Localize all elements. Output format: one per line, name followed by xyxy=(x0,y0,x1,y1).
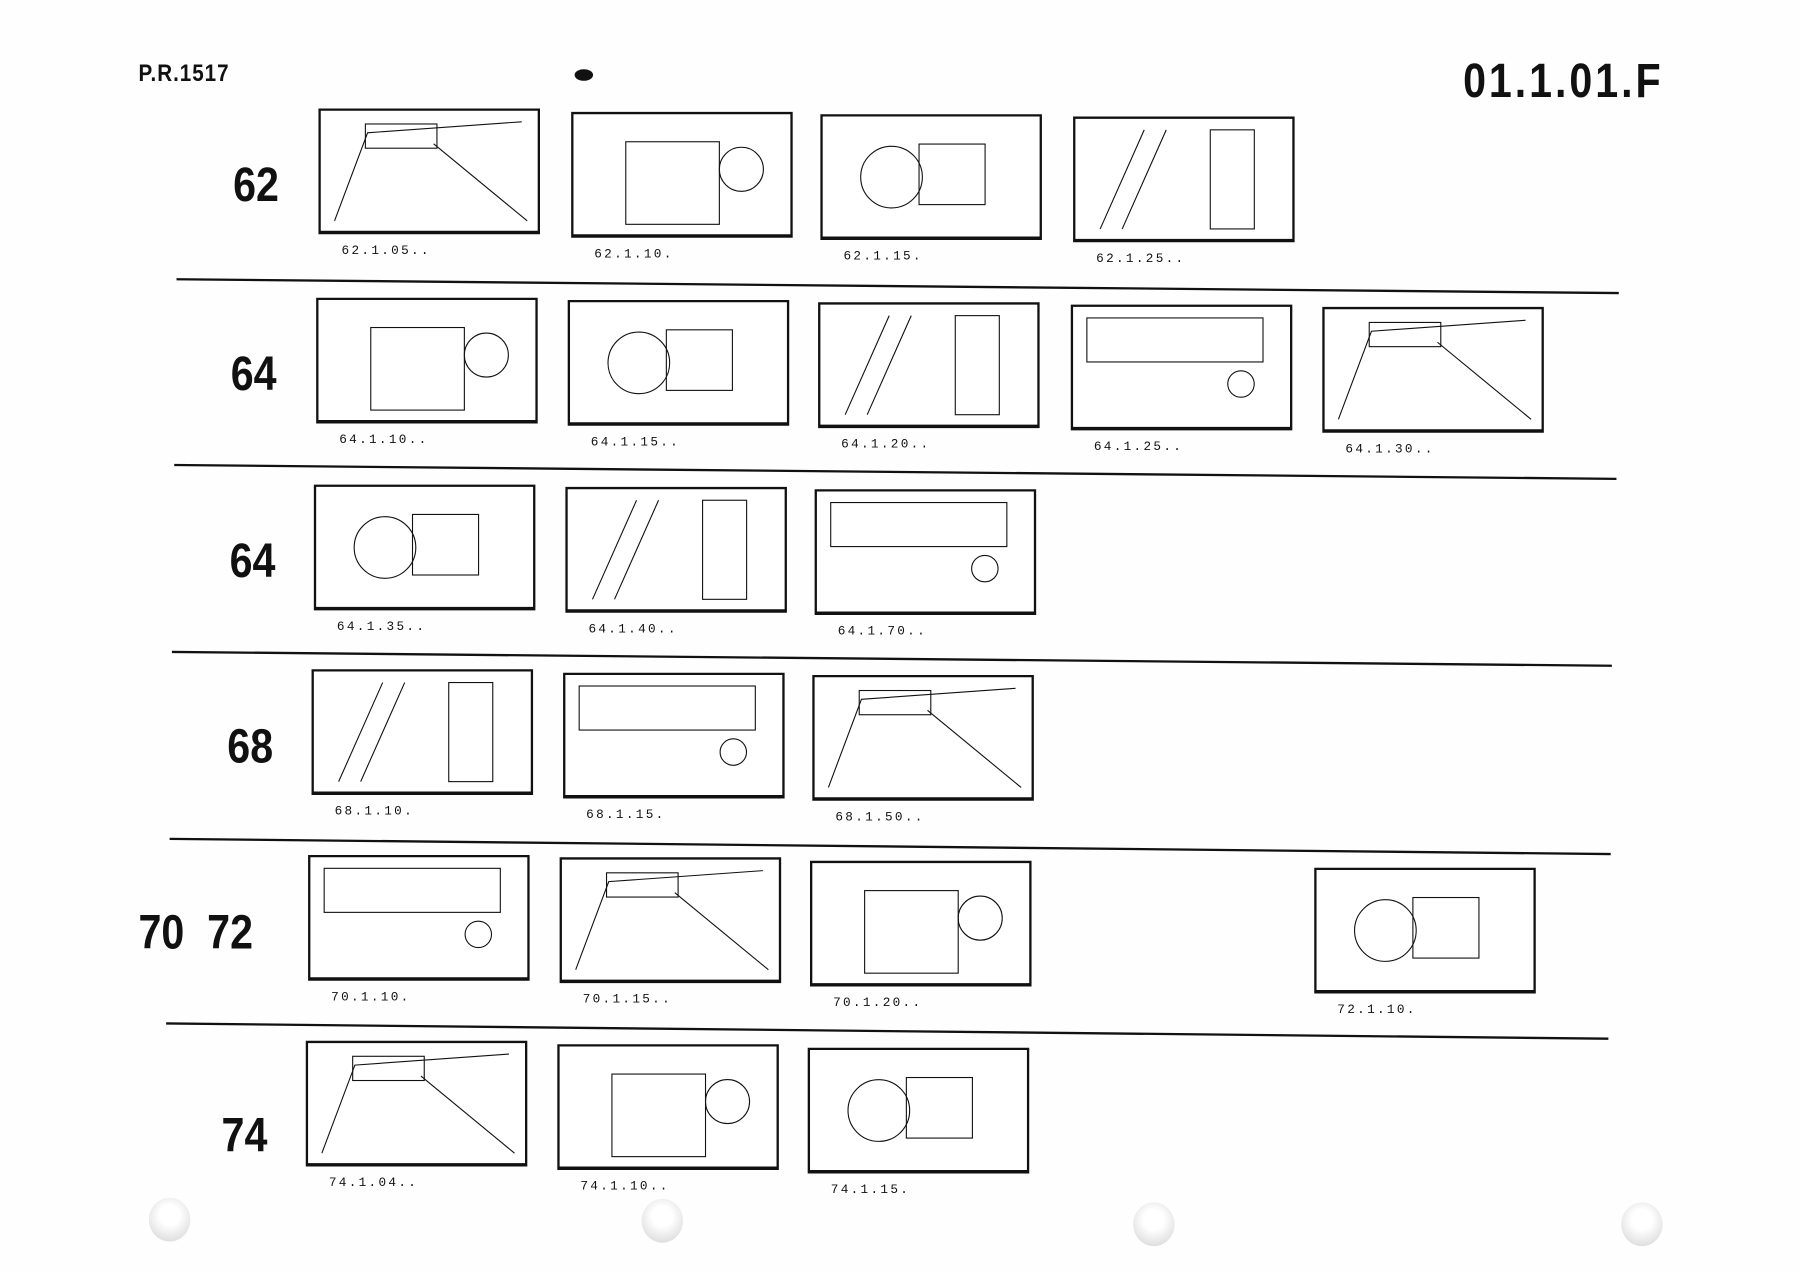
part-illustration[interactable] xyxy=(1314,867,1536,994)
part-code: 62.1.10. xyxy=(594,248,674,262)
part-code: 64.1.25.. xyxy=(1093,440,1184,455)
page-code: 01.1.01.F xyxy=(1463,53,1664,108)
illustration-drawing xyxy=(353,513,480,579)
part-illustration[interactable] xyxy=(1070,304,1293,431)
section-divider xyxy=(166,1022,1609,1040)
illustration-drawing xyxy=(1353,896,1480,962)
part-code: 70.1.20.. xyxy=(833,996,923,1011)
part-illustration[interactable] xyxy=(818,302,1040,429)
section-number: 62 xyxy=(233,156,279,212)
section-divider xyxy=(176,278,1619,295)
part-code: 64.1.15.. xyxy=(590,436,681,451)
part-illustration[interactable] xyxy=(807,1047,1030,1174)
part-illustration[interactable] xyxy=(563,672,785,799)
part-illustration[interactable] xyxy=(1073,116,1295,243)
part-illustration[interactable] xyxy=(814,489,1037,616)
part-code: 62.1.15. xyxy=(843,250,923,265)
illustration-drawing xyxy=(338,681,494,783)
ink-blot xyxy=(574,69,594,81)
section-number: 70 72 xyxy=(138,904,253,959)
part-code: 74.1.04.. xyxy=(328,1176,419,1191)
binder-hole xyxy=(1133,1202,1175,1247)
part-illustration[interactable] xyxy=(565,486,787,613)
part-illustration[interactable] xyxy=(316,297,538,424)
part-illustration[interactable] xyxy=(311,669,534,796)
part-illustration[interactable] xyxy=(308,855,530,981)
illustration-drawing xyxy=(1337,319,1532,420)
illustration-drawing xyxy=(1086,317,1264,398)
illustration-drawing xyxy=(1099,129,1255,230)
illustration-drawing xyxy=(830,501,1008,583)
part-illustration[interactable] xyxy=(1322,306,1544,433)
illustration-drawing xyxy=(575,870,769,971)
part-illustration[interactable] xyxy=(313,484,536,611)
part-code: 68.1.10. xyxy=(334,805,415,820)
section-divider xyxy=(171,650,1612,667)
illustration-drawing xyxy=(578,685,756,766)
part-illustration[interactable] xyxy=(571,111,793,238)
section-divider xyxy=(174,463,1617,481)
part-code: 64.1.70.. xyxy=(837,625,928,640)
part-code: 70.1.15.. xyxy=(582,993,673,1008)
part-code: 72.1.10. xyxy=(1337,1003,1417,1018)
section-number: 74 xyxy=(221,1107,268,1162)
illustration-drawing xyxy=(591,499,748,600)
section-divider xyxy=(169,837,1611,856)
illustration-drawing xyxy=(334,121,528,222)
illustration-drawing xyxy=(321,1053,515,1154)
part-illustration[interactable] xyxy=(559,857,782,984)
part-code: 74.1.10.. xyxy=(580,1180,670,1195)
part-illustration[interactable] xyxy=(318,108,541,235)
illustration-drawing xyxy=(625,141,764,225)
part-illustration[interactable] xyxy=(305,1040,528,1167)
illustration-drawing xyxy=(611,1073,751,1158)
illustration-drawing xyxy=(864,890,1003,974)
part-illustration[interactable] xyxy=(820,114,1042,241)
illustration-drawing xyxy=(323,867,501,949)
section-number: 68 xyxy=(227,718,274,774)
illustration-drawing xyxy=(370,326,509,411)
part-code: 62.1.05.. xyxy=(341,244,431,259)
part-code: 68.1.15. xyxy=(586,808,666,823)
binder-hole xyxy=(148,1197,191,1242)
illustration-drawing xyxy=(860,143,986,209)
part-illustration[interactable] xyxy=(812,675,1034,801)
binder-hole xyxy=(641,1198,684,1243)
part-code: 64.1.30.. xyxy=(1345,443,1435,457)
illustration-drawing xyxy=(607,329,733,395)
part-code: 68.1.50.. xyxy=(835,811,925,826)
section-number: 64 xyxy=(229,533,276,588)
part-code: 70.1.10. xyxy=(331,991,411,1006)
part-code: 64.1.40.. xyxy=(588,623,678,637)
part-code: 74.1.15. xyxy=(830,1183,911,1198)
illustration-drawing xyxy=(847,1076,973,1142)
illustration-drawing xyxy=(844,315,1000,416)
document-reference: P.R.1517 xyxy=(138,60,230,87)
part-code: 62.1.25.. xyxy=(1096,252,1186,267)
section-number: 64 xyxy=(230,346,277,401)
part-illustration[interactable] xyxy=(567,300,790,426)
part-code: 64.1.20.. xyxy=(841,438,931,453)
part-code: 64.1.35.. xyxy=(336,620,427,635)
part-illustration[interactable] xyxy=(810,860,1032,987)
part-illustration[interactable] xyxy=(557,1044,779,1171)
binder-hole xyxy=(1621,1202,1663,1247)
part-code: 64.1.10.. xyxy=(339,433,429,448)
illustration-drawing xyxy=(827,687,1022,788)
